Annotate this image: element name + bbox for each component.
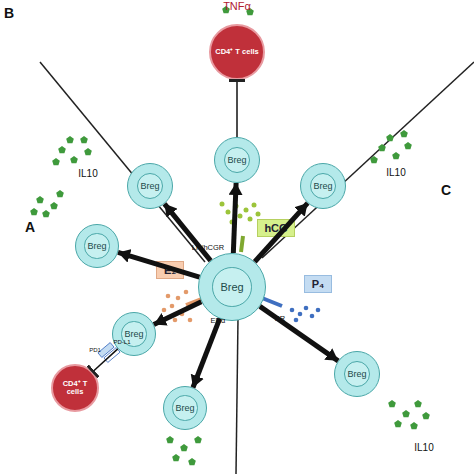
breg-cell: Breg xyxy=(198,253,266,321)
breg-cell: Breg xyxy=(334,351,380,397)
node-label: Breg xyxy=(347,369,366,379)
node-label: Breg xyxy=(313,181,332,191)
node-label: Breg xyxy=(175,403,194,413)
text-label: LH/hCGR xyxy=(192,243,225,252)
node-label: hCG xyxy=(264,222,287,234)
node-label: Breg xyxy=(124,329,143,339)
node-label: Breg xyxy=(140,181,159,191)
induction-arrow xyxy=(164,204,210,261)
t-cell: CD4⁺ T cells xyxy=(51,364,99,412)
breg-cell: Breg xyxy=(163,386,207,430)
il10-molecules xyxy=(30,6,430,465)
induction-arrow xyxy=(154,302,202,325)
hcg-molecules xyxy=(220,202,261,225)
breg-cell: Breg xyxy=(75,224,119,268)
e2-molecules xyxy=(162,290,193,323)
induction-arrow xyxy=(260,306,338,360)
text-label: A xyxy=(25,219,35,235)
node-label: Breg xyxy=(87,241,106,251)
text-label: IL10 xyxy=(414,442,433,453)
breg-cell: Breg xyxy=(127,163,173,209)
text-label: TNFα xyxy=(223,0,251,12)
breg-cell: Breg xyxy=(300,163,346,209)
text-label: IL10 xyxy=(78,168,97,179)
text-label: PR xyxy=(275,314,285,323)
text-label: C xyxy=(441,182,451,198)
sector-lines xyxy=(40,62,474,474)
node-label: P₄ xyxy=(312,278,325,290)
breg-cell: Breg xyxy=(214,137,260,183)
text-label: IL10 xyxy=(386,167,405,178)
text-label: PD1 xyxy=(89,347,101,353)
hormone-box: hCG xyxy=(257,219,295,237)
induction-arrow xyxy=(193,319,220,388)
breg-cell: Breg xyxy=(112,312,156,356)
p4-molecules xyxy=(290,306,321,323)
inhibition-line xyxy=(236,80,238,137)
node-label: Breg xyxy=(227,155,246,165)
text-label: ERα xyxy=(211,316,226,325)
node-label: CD4⁺ T cells xyxy=(211,48,262,56)
hormone-box: E₂ xyxy=(156,261,184,279)
t-cell: CD4⁺ T cells xyxy=(209,24,265,80)
text-label: B xyxy=(4,5,14,21)
node-label: E₂ xyxy=(164,264,176,276)
node-label: Breg xyxy=(220,281,243,293)
induction-arrow xyxy=(255,203,308,262)
hormone-box: P₄ xyxy=(304,275,332,293)
induction-arrow xyxy=(233,183,236,253)
node-label: CD4⁺ T cells xyxy=(53,380,97,397)
text-label: PD-L1 xyxy=(113,339,130,345)
